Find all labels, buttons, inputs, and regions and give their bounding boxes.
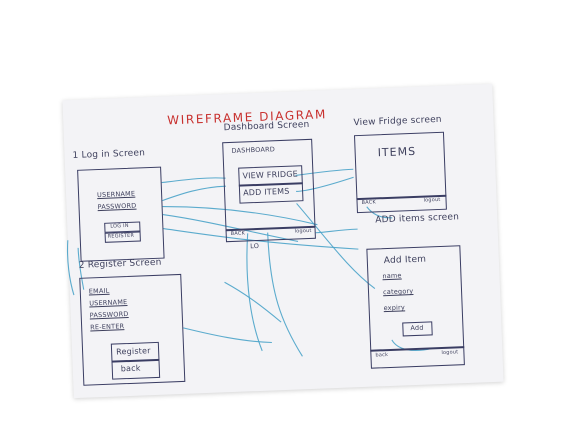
add-items-back-button[interactable]: back	[375, 352, 389, 359]
register-back-button[interactable]: back	[120, 363, 141, 374]
register-username-field[interactable]: USERNAME	[89, 298, 128, 308]
dashboard-back-button[interactable]: BACK	[230, 230, 246, 238]
dashboard-menu-group: VIEW FRIDGE ADD ITEMS	[238, 165, 304, 204]
register-link-label: REGISTER	[107, 232, 135, 240]
item-name-field[interactable]: name	[382, 271, 402, 281]
fridge-items-list: ITEMS	[377, 144, 417, 160]
item-category-field[interactable]: category	[382, 287, 414, 297]
add-items-logout-button[interactable]: logout	[441, 349, 459, 356]
register-actions-divider	[111, 358, 160, 363]
register-link-button[interactable]: REGISTER	[104, 231, 141, 243]
dashboard-header: DASHBOARD	[231, 145, 276, 155]
register-screen-box: EMAIL USERNAME PASSWORD RE-ENTER Registe…	[79, 273, 186, 386]
register-reenter-field[interactable]: RE-ENTER	[90, 322, 125, 332]
register-password-field[interactable]: PASSWORD	[89, 309, 129, 320]
register-submit-button[interactable]: Register	[115, 346, 151, 357]
connector-lines	[66, 168, 433, 357]
register-actions-group: Register back	[110, 341, 161, 380]
view-fridge-screen-box: ITEMS BACK logout	[353, 131, 447, 214]
dashboard-note: LO	[250, 241, 260, 251]
add-item-button[interactable]: Add	[402, 321, 433, 337]
fridge-back-button[interactable]: BACK	[361, 199, 377, 206]
add-items-screen-box: Add Item name category expiry Add back l…	[366, 245, 465, 369]
dashboard-logout-button[interactable]: logout	[294, 227, 312, 235]
menu-divider	[238, 182, 303, 187]
dashboard-screen-box: DASHBOARD VIEW FRIDGE ADD ITEMS BACK log…	[222, 138, 316, 243]
register-email-field[interactable]: EMAIL	[88, 286, 110, 296]
login-screen-box: USERNAME PASSWORD LOG IN REGISTER	[77, 166, 165, 262]
login-password-field[interactable]: PASSWORD	[97, 201, 137, 212]
paper-sheet: WIREFRAME DIAGRAM 1 Log in Screen USERNA…	[62, 83, 504, 399]
view-fridge-button[interactable]: VIEW FRIDGE	[242, 169, 299, 181]
add-items-button[interactable]: ADD ITEMS	[242, 186, 290, 198]
item-expiry-field[interactable]: expiry	[383, 303, 406, 313]
login-username-field[interactable]: USERNAME	[96, 189, 136, 200]
add-item-button-label: Add	[410, 323, 424, 333]
fridge-logout-button[interactable]: logout	[423, 196, 441, 204]
login-button-label: LOG IN	[110, 222, 129, 230]
add-item-header: Add Item	[383, 254, 427, 267]
